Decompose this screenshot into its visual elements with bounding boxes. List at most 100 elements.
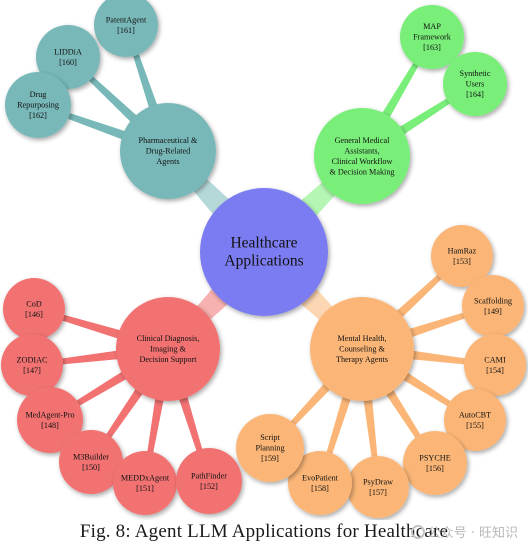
leaf-label: [156] bbox=[426, 464, 444, 473]
leaf-circle bbox=[176, 448, 242, 514]
branch-label: Agents bbox=[156, 157, 179, 166]
leaf-label: Repurposing bbox=[17, 101, 59, 110]
branch-circle bbox=[310, 297, 414, 401]
leaf-label: ZODIAC bbox=[17, 355, 48, 364]
leaf-node-mental-5: PsyDraw [157] bbox=[347, 456, 409, 518]
leaf-circle bbox=[462, 275, 524, 337]
leaf-label: M3Builder bbox=[73, 452, 109, 461]
leaf-label: [157] bbox=[369, 488, 387, 497]
leaf-node-clinical-5: PathFinder [152] bbox=[176, 448, 242, 514]
branch-circle bbox=[314, 108, 410, 204]
leaf-node-clinical-2: MedAgent-Pro [148] bbox=[17, 387, 83, 453]
leaf-circle bbox=[113, 451, 177, 515]
leaf-label: LIDDiA bbox=[54, 47, 82, 56]
leaf-label: [164] bbox=[466, 90, 484, 99]
leaf-circle bbox=[403, 431, 467, 495]
leaf-node-mental-1: Scaffolding[149] bbox=[462, 275, 524, 337]
leaf-circle bbox=[236, 414, 304, 482]
branch-label: Assistants, bbox=[344, 146, 379, 155]
leaf-circle bbox=[431, 225, 493, 287]
leaf-circle bbox=[17, 387, 83, 453]
leaf-circle bbox=[3, 278, 65, 340]
branch-label: Drug-Related bbox=[146, 147, 191, 156]
leaf-label: [162] bbox=[29, 111, 47, 120]
leaf-label: EvoPatient bbox=[302, 473, 339, 482]
branch-label: Imaging & bbox=[150, 345, 186, 354]
leaf-circle bbox=[400, 5, 464, 69]
leaf-circle bbox=[288, 451, 352, 515]
branch-label: Pharmaceutical & bbox=[139, 136, 199, 145]
leaf-node-clinical-1: ZODIAC [147] bbox=[1, 334, 63, 396]
branch-label: Decision Support bbox=[139, 355, 197, 364]
leaf-circle bbox=[444, 389, 506, 451]
leaf-circle bbox=[443, 52, 507, 116]
node-layer: PatentAgent [161] LIDDiA [160] DrugRepurposi… bbox=[1, 0, 526, 518]
leaf-label: [153] bbox=[453, 257, 471, 266]
leaf-label: Script bbox=[260, 433, 280, 442]
leaf-circle bbox=[464, 334, 526, 396]
leaf-label: Synthetic bbox=[460, 69, 491, 78]
leaf-label: [148] bbox=[41, 421, 59, 430]
branch-label: General Medical bbox=[335, 136, 391, 145]
branch-label: Mental Health, bbox=[337, 334, 386, 343]
leaf-node-mental-4: PSYCHE[156] bbox=[403, 431, 467, 495]
leaf-label: Drug bbox=[30, 90, 47, 99]
leaf-label: Framework bbox=[413, 33, 452, 42]
healthcare-mindmap: PatentAgent [161] LIDDiA [160] DrugRepurposi… bbox=[1, 0, 526, 518]
leaf-node-pharma-0: PatentAgent [161] bbox=[94, 0, 158, 57]
leaf-label: [151] bbox=[136, 484, 154, 493]
watermark: 公众号 · 旺知识 bbox=[410, 522, 518, 541]
leaf-circle bbox=[1, 334, 63, 396]
leaf-label: [150] bbox=[82, 463, 100, 472]
leaf-circle bbox=[347, 456, 409, 518]
leaf-label: AutoCBT bbox=[459, 410, 491, 419]
leaf-node-mental-0: HamRaz[153] bbox=[431, 225, 493, 287]
watermark-text: 公众号 · 旺知识 bbox=[427, 526, 518, 541]
leaf-label: [161] bbox=[117, 26, 135, 35]
leaf-circle bbox=[5, 72, 71, 138]
branch-label: & Decision Making bbox=[329, 167, 394, 176]
leaf-circle bbox=[59, 430, 123, 494]
leaf-node-clinical-4: MEDDxAgent [151] bbox=[113, 451, 177, 515]
leaf-label: PathFinder bbox=[191, 471, 227, 480]
branch-circle bbox=[120, 103, 216, 199]
leaf-circle bbox=[36, 25, 100, 89]
leaf-label: [159] bbox=[261, 454, 279, 463]
leaf-label: CAMI bbox=[484, 355, 506, 364]
branch-label: Clinical Workflow bbox=[332, 157, 393, 166]
leaf-node-clinical-0: CoD[146] bbox=[3, 278, 65, 340]
leaf-label: [155] bbox=[466, 421, 484, 430]
leaf-label: [160] bbox=[59, 58, 77, 67]
leaf-label: [163] bbox=[423, 43, 441, 52]
branch-node-mental: Mental Health,Counseling &Therapy Agents bbox=[310, 297, 414, 401]
leaf-circle bbox=[94, 0, 158, 57]
branch-circle bbox=[116, 297, 220, 401]
leaf-label: CoD bbox=[26, 299, 42, 308]
leaf-label: MEDDxAgent bbox=[121, 473, 170, 482]
leaf-label: [152] bbox=[200, 482, 218, 491]
leaf-node-general-0: MAP Framework[163] bbox=[400, 5, 464, 69]
leaf-node-mental-3: AutoCBT [155] bbox=[444, 389, 506, 451]
wechat-logo-icon bbox=[410, 524, 425, 539]
leaf-node-mental-2: CAMI[154] bbox=[464, 334, 526, 396]
leaf-label: MedAgent-Pro bbox=[25, 410, 74, 419]
leaf-node-mental-6: EvoPatient [158] bbox=[288, 451, 352, 515]
leaf-label: PatentAgent bbox=[106, 15, 147, 24]
leaf-label: Planning bbox=[255, 444, 284, 453]
center-label: Healthcare bbox=[230, 235, 297, 252]
leaf-label: [158] bbox=[311, 484, 329, 493]
leaf-label: Scaffolding bbox=[474, 296, 512, 305]
leaf-label: MAP bbox=[423, 22, 441, 31]
center-label: Applications bbox=[224, 253, 303, 270]
leaf-label: [147] bbox=[23, 366, 41, 375]
branch-node-clinical: Clinical Diagnosis,Imaging &Decision Sup… bbox=[116, 297, 220, 401]
center-circle bbox=[200, 188, 328, 316]
leaf-node-pharma-1: LIDDiA [160] bbox=[36, 25, 100, 89]
leaf-label: PsyDraw bbox=[363, 477, 393, 486]
figure-caption: Fig. 8: Agent LLM Applications for Healt… bbox=[79, 521, 449, 542]
